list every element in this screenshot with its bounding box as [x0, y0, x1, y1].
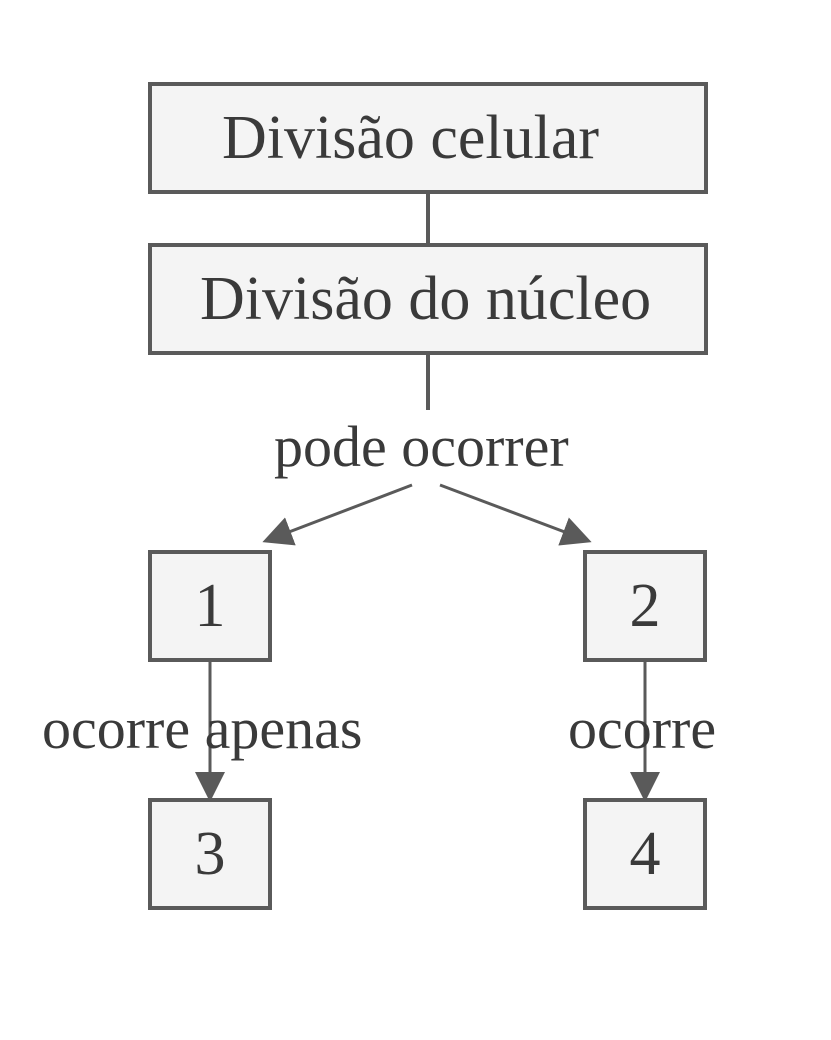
box-2: 2: [583, 550, 707, 662]
right-edge-label: ocorre: [568, 696, 717, 761]
arrow-to-box-2: [439, 483, 592, 546]
branch-label: pode ocorrer: [274, 414, 569, 479]
box-4: 4: [583, 798, 707, 910]
box-3-number: 3: [194, 820, 226, 888]
box-1-number: 1: [194, 572, 226, 640]
nucleus-division-label: Divisão do núcleo: [200, 265, 652, 333]
cell-division-label: Divisão celular: [222, 104, 600, 172]
arrow-to-box-1: [262, 483, 413, 546]
box-4-number: 4: [629, 820, 661, 888]
box-3: 3: [148, 798, 272, 910]
left-edge-label: ocorre apenas: [42, 696, 363, 761]
box-1: 1: [148, 550, 272, 662]
cell-division-box: Divisão celular: [148, 82, 708, 194]
box-2-number: 2: [629, 572, 661, 640]
nucleus-division-box: Divisão do núcleo: [148, 243, 708, 355]
